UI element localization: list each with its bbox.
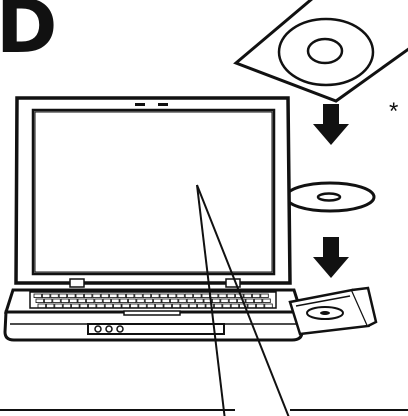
keyboard-key (210, 294, 218, 298)
keyboard-key (248, 304, 256, 308)
down-arrow-icon (313, 237, 349, 278)
keyboard-key (63, 304, 70, 308)
keyboard-key (170, 299, 178, 303)
keyboard-key (51, 294, 59, 298)
down-arrow-icon (313, 104, 349, 145)
keyboard-key (118, 294, 126, 298)
keyboard-key (162, 299, 170, 303)
keyboard-key (53, 299, 61, 303)
keyboard-key (154, 299, 162, 303)
keyboard-key (42, 294, 50, 298)
keyboard-key (38, 304, 46, 308)
keyboard-key (214, 304, 222, 308)
keyboard-key (128, 299, 136, 303)
keyboard-key (246, 299, 254, 303)
keyboard-key (122, 304, 130, 308)
keyboard-key (137, 299, 145, 303)
keyboard-key (126, 294, 133, 298)
keyboard-key (145, 299, 153, 303)
keyboard-key (93, 294, 101, 298)
keyboard-key (78, 299, 86, 303)
keyboard-key (229, 299, 237, 303)
keyboard-key (95, 299, 103, 303)
cd-sleeve-icon (236, 0, 408, 101)
keyboard-key (88, 304, 96, 308)
keyboard-key (254, 299, 262, 303)
keyboard-key (189, 304, 197, 308)
cd-disc-icon (286, 183, 374, 211)
keyboard-key (103, 299, 111, 303)
keyboard-key (172, 304, 180, 308)
keyboard-key (112, 299, 120, 303)
keyboard-key (187, 299, 195, 303)
keyboard-key (202, 294, 210, 298)
keyboard-key (44, 299, 52, 303)
keyboard-key (76, 294, 84, 298)
keyboard-key (135, 294, 143, 298)
keyboard-key (72, 304, 80, 308)
keyboard-key (244, 294, 252, 298)
keyboard-key (70, 299, 78, 303)
keyboard-key (221, 299, 229, 303)
keyboard-key (36, 299, 44, 303)
keyboard-key (80, 304, 88, 308)
keyboard-key (227, 294, 235, 298)
keyboard-key (265, 304, 273, 308)
keyboard-key (223, 304, 231, 308)
keyboard-key (212, 299, 220, 303)
keyboard-key (55, 304, 63, 308)
keyboard-key (164, 304, 172, 308)
keyboard-key (105, 304, 113, 308)
keyboard-key (263, 299, 271, 303)
keyboard-key (130, 304, 138, 308)
keyboard-key (196, 299, 204, 303)
keyboard-key (68, 294, 76, 298)
keyboard-key (114, 304, 122, 308)
optical-drive-tray-icon (290, 288, 376, 334)
keyboard-key (177, 294, 185, 298)
keyboard-key (194, 294, 202, 298)
keyboard-key (101, 294, 109, 298)
keyboard-key (97, 304, 105, 308)
keyboard-key (185, 294, 193, 298)
keyboard-key (179, 299, 187, 303)
keyboard-key (219, 294, 227, 298)
keyboard-key (231, 304, 239, 308)
keyboard-key (139, 304, 147, 308)
keyboard-key (61, 299, 68, 303)
keyboard-key (198, 304, 206, 308)
keyboard-key (110, 294, 118, 298)
keyboard-key (156, 304, 164, 308)
keyboard-key (160, 294, 168, 298)
keyboard-key (147, 304, 155, 308)
keyboard-key (143, 294, 151, 298)
keyboard-key (86, 299, 94, 303)
keyboard-key (152, 294, 160, 298)
keyboard-key (168, 294, 176, 298)
keyboard-key (84, 294, 92, 298)
keyboard-key (256, 304, 264, 308)
keyboard-key (181, 304, 189, 308)
keyboard-key (252, 294, 260, 298)
keyboard-key (34, 294, 42, 298)
keyboard-key (59, 294, 66, 298)
keyboard-key (46, 304, 54, 308)
keyboard-key (120, 299, 128, 303)
keyboard-key (261, 294, 269, 298)
